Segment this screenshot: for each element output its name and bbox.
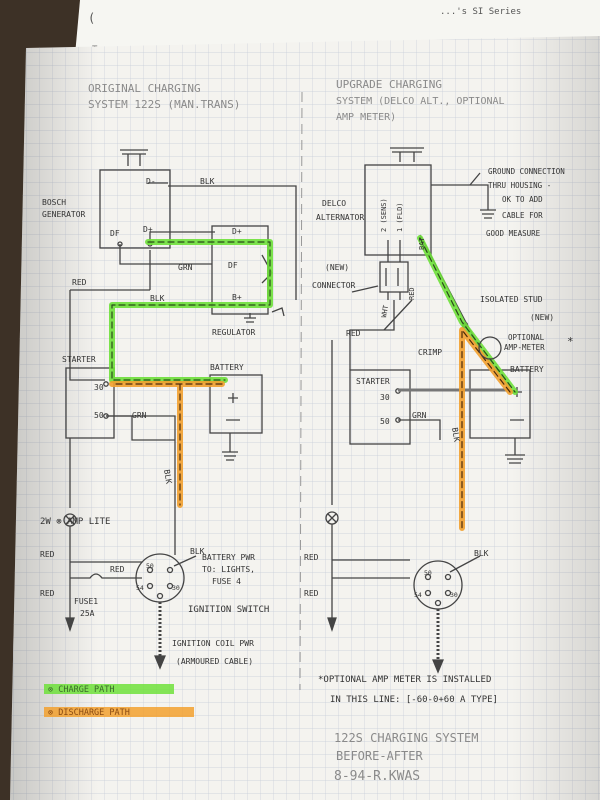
right-starter-box bbox=[349, 369, 411, 445]
left-charge-path bbox=[109, 239, 273, 383]
fuse-1-icon bbox=[70, 573, 142, 579]
left-starter-box bbox=[65, 367, 115, 439]
right-discharge-path bbox=[459, 327, 513, 531]
left-battery-box bbox=[209, 374, 263, 434]
alternator-ground-icon bbox=[431, 184, 496, 219]
right-charge-path bbox=[417, 235, 518, 395]
alternator-pulley-icon bbox=[390, 147, 424, 162]
amp-meter-icon bbox=[478, 336, 502, 360]
legend-charge-swatch bbox=[44, 684, 174, 694]
bosch-generator-box bbox=[99, 169, 171, 249]
connector-box bbox=[379, 261, 409, 293]
left-battery-ground-icon bbox=[222, 433, 238, 461]
graph-paper-sheet bbox=[10, 36, 600, 800]
upgrade-charging-diagram bbox=[325, 147, 531, 674]
legend-discharge-swatch bbox=[44, 707, 194, 717]
center-divider bbox=[299, 91, 303, 691]
d-minus-wire bbox=[168, 185, 297, 300]
left-discharge-path bbox=[109, 381, 225, 508]
delco-alternator-box bbox=[364, 164, 432, 256]
generator-pulley-icon bbox=[120, 149, 148, 166]
right-battery-ground-icon bbox=[505, 438, 525, 464]
original-charging-diagram bbox=[63, 149, 297, 670]
